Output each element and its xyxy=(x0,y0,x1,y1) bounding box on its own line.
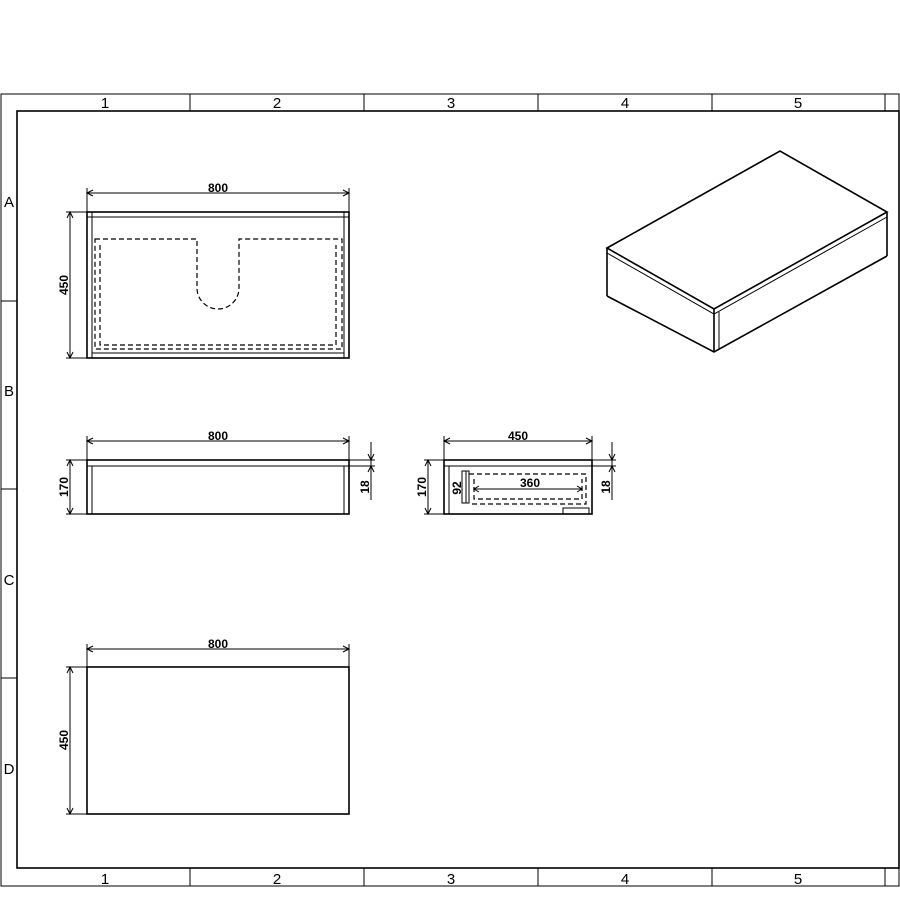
dimension-label-top-thickness: 18 xyxy=(599,480,613,494)
dimension-label-top-thickness: 18 xyxy=(358,480,372,494)
column-label: 4 xyxy=(621,95,629,112)
dimension-label-depth: 450 xyxy=(57,275,71,295)
top-view: 800 450 xyxy=(57,181,351,360)
side-view: 360 92 450 170 18 xyxy=(415,429,616,516)
side-view-outline xyxy=(443,459,593,515)
row-label: B xyxy=(4,383,14,400)
front-view: 800 170 18 xyxy=(57,429,375,516)
dimension-label-width: 800 xyxy=(208,637,228,651)
column-label: 1 xyxy=(101,95,109,112)
column-label: 3 xyxy=(447,95,455,112)
column-label: 1 xyxy=(101,871,109,888)
hidden-drawer-box xyxy=(469,473,587,505)
column-label: 3 xyxy=(447,871,455,888)
front-view-outline xyxy=(86,459,350,515)
column-labels-bottom: 1 2 3 4 5 xyxy=(101,871,802,888)
row-label: D xyxy=(4,761,15,778)
isometric-view xyxy=(605,150,889,353)
iso-top-face xyxy=(605,150,889,310)
bottom-view: 800 450 xyxy=(57,637,351,816)
dimension-label-height: 170 xyxy=(415,477,429,497)
drawer-runner xyxy=(562,507,590,515)
sheet-frame xyxy=(0,93,900,887)
column-label: 2 xyxy=(273,95,281,112)
column-labels-top: 1 2 3 4 5 xyxy=(101,95,802,112)
top-view-outline xyxy=(86,211,350,359)
row-label: C xyxy=(4,572,15,589)
column-label: 2 xyxy=(273,871,281,888)
dimension-label-width: 450 xyxy=(508,429,528,443)
dimension-label-drawer-height: 92 xyxy=(450,481,464,495)
drawer-front-section xyxy=(461,470,470,504)
dimension-label-height: 170 xyxy=(57,477,71,497)
row-labels: A B C D xyxy=(4,194,15,778)
column-label: 4 xyxy=(621,871,629,888)
column-label: 5 xyxy=(794,871,802,888)
hidden-drawer-inner xyxy=(99,245,337,346)
dimension-label-depth: 450 xyxy=(57,730,71,750)
row-label: A xyxy=(4,194,14,211)
dimension-label-width: 800 xyxy=(208,429,228,443)
bottom-view-outline xyxy=(86,666,350,815)
hidden-drawer-outline xyxy=(94,238,343,350)
dimension-label-width: 800 xyxy=(208,181,228,195)
column-label: 5 xyxy=(794,95,802,112)
dimension-label-drawer-depth: 360 xyxy=(520,476,540,490)
